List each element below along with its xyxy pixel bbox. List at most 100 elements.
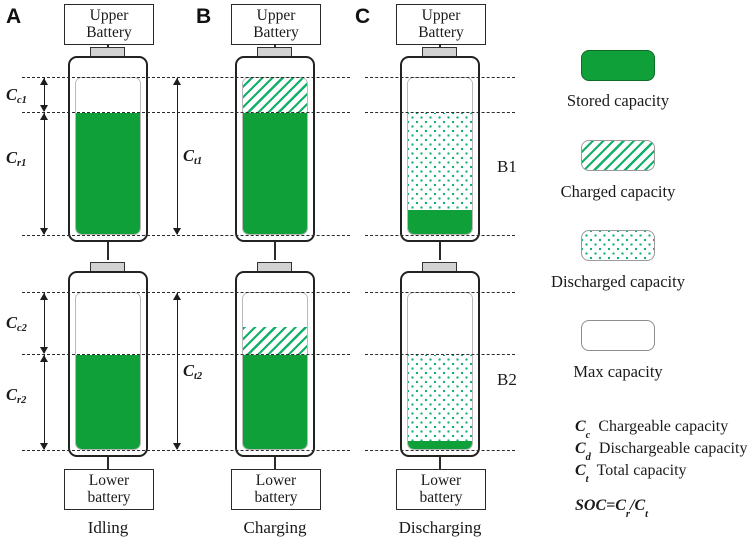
dim-cr1-arrow-up xyxy=(40,113,48,120)
segment-charged-capacity xyxy=(243,327,307,355)
dim-label-cc2: Cc2 xyxy=(6,313,27,334)
dim-label-ct1: Ct1 xyxy=(183,146,203,167)
lower-box-line2: battery xyxy=(87,489,131,506)
lower-box-line1: Lower xyxy=(420,472,462,489)
dim-cc2-line xyxy=(44,293,45,353)
panel-c-side-label-b2: B2 xyxy=(497,370,517,389)
battery-inner-cell xyxy=(242,77,308,235)
definition-text-total: Total capacity xyxy=(596,462,687,479)
panel-a-upper-battery xyxy=(68,56,148,242)
upper-box-line2: Battery xyxy=(86,24,132,41)
definition-text-chargeable: Chargeable capacity xyxy=(598,418,729,435)
legend-soc-formula: SOC=Cr/Ct xyxy=(575,497,649,521)
soc-numerator-sub: r xyxy=(625,509,631,521)
guide-line-a-upper-bottom xyxy=(22,235,200,236)
guide-line-c-upper-bottom xyxy=(365,235,515,236)
panel-c-lower-battery-box: Lower battery xyxy=(396,469,486,510)
dim-cc1-arrow-down xyxy=(40,105,48,112)
dim-cr2-arrow-down xyxy=(40,443,48,450)
guide-line-a-lower-mid xyxy=(22,354,200,355)
definition-text-dischargeable: Dischargeable capacity xyxy=(598,440,748,457)
upper-box-line1: Upper xyxy=(89,7,129,24)
dim-label-ct2: Ct2 xyxy=(183,361,203,382)
guide-line-a-upper-top xyxy=(22,77,200,78)
guide-line-b-lower-bottom xyxy=(200,450,350,451)
dim-ct2-line xyxy=(177,293,178,449)
battery-inner-cell xyxy=(75,77,141,235)
segment-stored-capacity xyxy=(76,113,140,234)
symbol-cc: Cc xyxy=(575,418,591,442)
guide-line-b-lower-top xyxy=(200,292,350,293)
upper-box-line1: Upper xyxy=(421,7,461,24)
symbol-cd: Cd xyxy=(575,440,591,464)
guide-line-b-upper-mid xyxy=(200,112,350,113)
dim-cr2-arrow-up xyxy=(40,355,48,362)
soc-eq: = xyxy=(606,497,616,514)
lower-box-line1: Lower xyxy=(255,472,297,489)
panel-letter-b: B xyxy=(196,5,212,28)
dim-cr1-line xyxy=(44,113,45,234)
panel-c-state-label: Discharging xyxy=(398,518,482,537)
segment-stored-capacity xyxy=(76,355,140,449)
guide-line-a-upper-mid xyxy=(22,112,200,113)
panel-b-upper-battery xyxy=(235,56,315,242)
segment-discharged-capacity xyxy=(408,355,472,441)
soc-denominator-sub: t xyxy=(645,509,649,521)
lower-box-line2: battery xyxy=(254,489,298,506)
panel-c-lower-battery xyxy=(400,271,480,457)
soc-numerator: C xyxy=(615,497,626,514)
soc-denominator: C xyxy=(634,497,646,514)
legend-label-charged-capacity: Charged capacity xyxy=(560,182,676,201)
segment-chargeable-capacity xyxy=(408,78,472,113)
upper-box-line1: Upper xyxy=(256,7,296,24)
dim-ct1-line xyxy=(177,78,178,234)
legend-definition-chargeable: Cc Chargeable capacity xyxy=(575,418,729,442)
segment-chargeable-capacity xyxy=(243,293,307,327)
dim-cc2-arrow-up xyxy=(40,293,48,300)
segment-charged-capacity xyxy=(243,78,307,113)
upper-box-line2: Battery xyxy=(253,24,299,41)
dim-ct2-arrow-up xyxy=(173,293,181,300)
guide-line-c-upper-top xyxy=(365,77,515,78)
legend-definition-dischargeable: Cd Dischargeable capacity xyxy=(575,440,748,464)
dim-cr1-arrow-down xyxy=(40,228,48,235)
panel-c-upper-battery xyxy=(400,56,480,242)
panel-a-lower-battery xyxy=(68,271,148,457)
panel-a-bottom-wire xyxy=(107,457,109,469)
segment-stored-capacity xyxy=(243,355,307,449)
panel-c-upper-battery-box: Upper Battery xyxy=(396,4,486,45)
battery-inner-cell xyxy=(242,292,308,450)
legend-swatch-max-capacity xyxy=(581,320,655,351)
soc-lhs: SOC xyxy=(575,497,607,514)
lower-box-line1: Lower xyxy=(88,472,130,489)
legend-swatch-discharged-capacity xyxy=(581,230,655,261)
guide-line-a-lower-bottom xyxy=(22,450,200,451)
panel-letter-a: A xyxy=(6,5,22,28)
legend-swatch-stored-capacity xyxy=(581,50,655,81)
guide-line-c-lower-mid xyxy=(365,354,515,355)
segment-stored-capacity xyxy=(243,113,307,234)
panel-c-side-label-b1: B1 xyxy=(497,157,517,176)
panel-a-lower-battery-box: Lower battery xyxy=(64,469,154,510)
legend-definition-total: Ct Total capacity xyxy=(575,462,687,485)
guide-line-b-upper-bottom xyxy=(200,235,350,236)
panel-b-lower-battery-box: Lower battery xyxy=(231,469,321,510)
legend-label-stored-capacity: Stored capacity xyxy=(566,91,670,110)
segment-chargeable-capacity xyxy=(408,293,472,355)
panel-c-mid-wire xyxy=(439,242,441,260)
guide-line-b-upper-top xyxy=(200,77,350,78)
legend-label-discharged-capacity: Discharged capacity xyxy=(551,272,685,291)
panel-a-mid-wire xyxy=(107,242,109,260)
panel-b-lower-battery xyxy=(235,271,315,457)
panel-b-upper-battery-box: Upper Battery xyxy=(231,4,321,45)
dim-cr2-line xyxy=(44,355,45,449)
panel-b-bottom-wire xyxy=(274,457,276,469)
segment-stored-capacity xyxy=(408,210,472,234)
upper-box-line2: Battery xyxy=(418,24,464,41)
panel-a-state-label: Idling xyxy=(87,518,129,537)
panel-b-mid-wire xyxy=(274,242,276,260)
panel-b-state-label: Charging xyxy=(243,518,307,537)
segment-chargeable-capacity xyxy=(76,293,140,355)
lower-box-line2: battery xyxy=(419,489,463,506)
